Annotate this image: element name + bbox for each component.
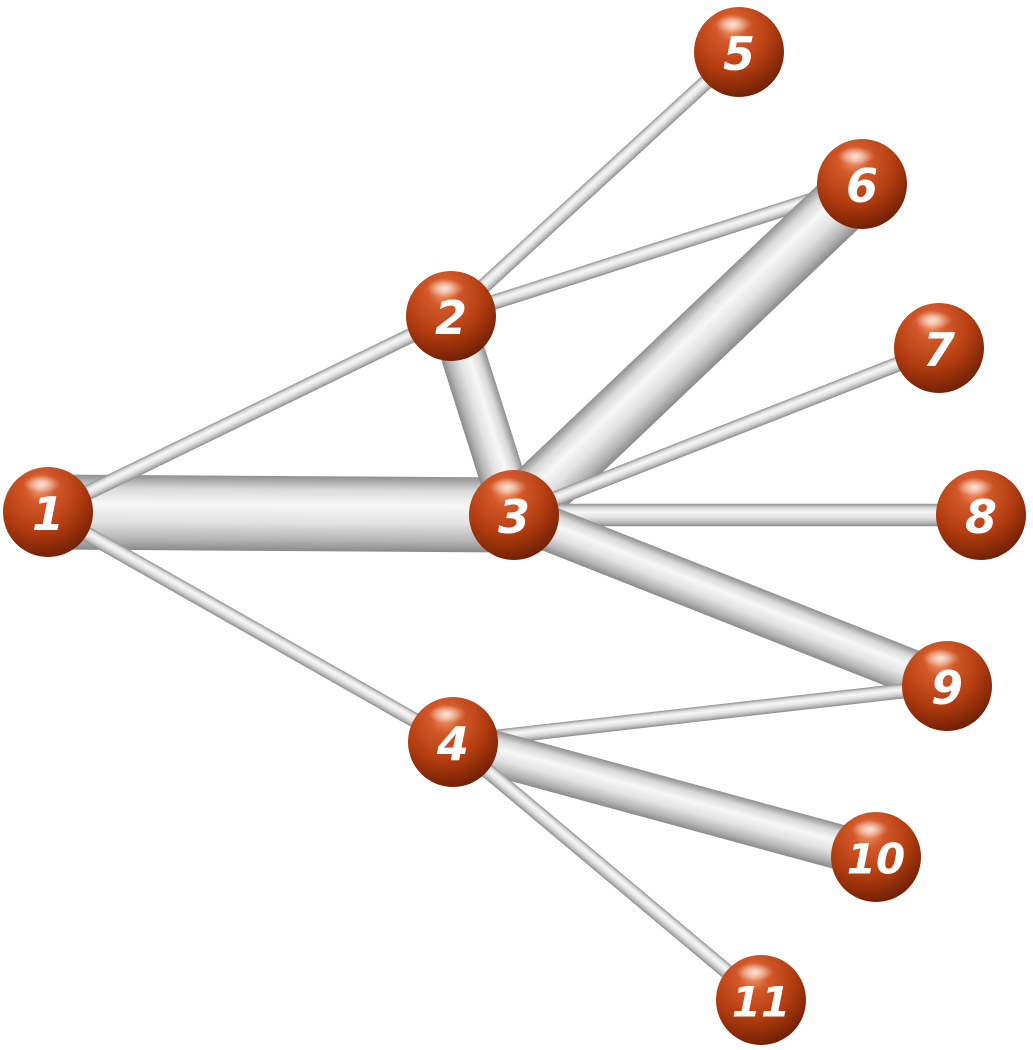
node-highlight bbox=[736, 963, 774, 982]
edge-tube bbox=[514, 503, 981, 527]
node-11: 11 bbox=[716, 955, 806, 1045]
edge-2-3 bbox=[429, 309, 536, 522]
node-highlight bbox=[851, 820, 889, 839]
edge-tube bbox=[47, 474, 515, 553]
node-label: 2 bbox=[435, 291, 467, 345]
edge-1-4 bbox=[44, 505, 457, 749]
edge-4-10 bbox=[447, 720, 882, 879]
edge-tube bbox=[448, 736, 766, 1006]
node-label: 11 bbox=[732, 978, 790, 1027]
node-label: 5 bbox=[723, 27, 755, 81]
node-7: 7 bbox=[894, 303, 984, 393]
edge-3-6 bbox=[493, 162, 883, 537]
node-label: 4 bbox=[436, 717, 469, 771]
edge-3-9 bbox=[505, 494, 956, 707]
edge-4-11 bbox=[448, 736, 766, 1006]
edge-tube bbox=[505, 494, 956, 707]
edge-4-9 bbox=[452, 678, 948, 750]
edge-tube bbox=[452, 678, 948, 750]
node-ball bbox=[716, 955, 806, 1045]
node-highlight bbox=[922, 649, 960, 668]
node-ball bbox=[3, 467, 93, 557]
node-highlight bbox=[837, 147, 875, 166]
node-highlight bbox=[428, 705, 466, 724]
edges-layer bbox=[44, 46, 981, 1006]
node-ball bbox=[902, 641, 992, 731]
edge-2-5 bbox=[445, 46, 745, 322]
edge-tube bbox=[493, 162, 883, 537]
node-ball bbox=[694, 7, 784, 97]
node-ball bbox=[894, 303, 984, 393]
node-label: 1 bbox=[32, 487, 64, 541]
node-8: 8 bbox=[936, 470, 1026, 560]
edge-tube bbox=[511, 341, 942, 522]
node-label: 8 bbox=[965, 490, 997, 544]
node-label: 10 bbox=[847, 835, 905, 884]
node-10: 10 bbox=[831, 812, 921, 902]
node-highlight bbox=[426, 279, 464, 298]
node-ball bbox=[817, 139, 907, 229]
node-highlight bbox=[714, 15, 752, 34]
node-4: 4 bbox=[408, 697, 498, 787]
edge-3-7 bbox=[511, 341, 942, 522]
node-3: 3 bbox=[469, 470, 559, 560]
node-ball bbox=[408, 697, 498, 787]
edge-tube bbox=[44, 505, 457, 749]
node-label: 3 bbox=[498, 490, 530, 544]
node-highlight bbox=[23, 475, 61, 494]
edge-tube bbox=[44, 309, 455, 519]
edge-3-8 bbox=[514, 503, 981, 527]
node-6: 6 bbox=[817, 139, 907, 229]
node-9: 9 bbox=[902, 641, 992, 731]
edge-tube bbox=[447, 720, 882, 879]
edge-tube bbox=[448, 176, 865, 324]
node-ball bbox=[406, 271, 496, 361]
node-highlight bbox=[956, 478, 994, 497]
node-label: 7 bbox=[923, 323, 955, 377]
nodes-layer: 1 2 3 4 5 6 7 8 9 10 11 bbox=[3, 7, 1026, 1045]
edge-1-2 bbox=[44, 309, 455, 519]
node-label: 9 bbox=[931, 661, 963, 715]
edge-2-6 bbox=[448, 176, 865, 324]
edge-tube bbox=[445, 46, 745, 322]
node-highlight bbox=[914, 311, 952, 330]
edge-1-3 bbox=[47, 474, 515, 553]
edge-tube bbox=[429, 309, 536, 522]
node-highlight bbox=[489, 478, 527, 497]
node-ball bbox=[936, 470, 1026, 560]
node-2: 2 bbox=[406, 271, 496, 361]
node-ball bbox=[469, 470, 559, 560]
node-5: 5 bbox=[694, 7, 784, 97]
node-1: 1 bbox=[3, 467, 93, 557]
node-ball bbox=[831, 812, 921, 902]
node-label: 6 bbox=[846, 159, 878, 213]
